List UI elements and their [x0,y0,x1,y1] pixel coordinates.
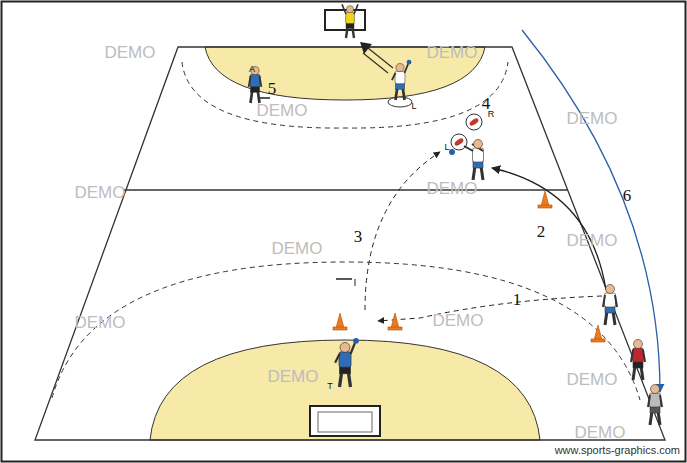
player-figure [342,4,358,38]
side-letter: L [444,143,449,152]
callout-number: 5 [268,80,277,97]
callout-number: 1 [513,291,522,308]
watermark: DEMO [433,312,484,329]
goal-area-bottom [150,340,540,440]
run-line-2 [492,168,606,290]
watermark: DEMO [257,102,308,119]
watermark: DEMO [575,424,626,441]
jump-spot [388,97,412,107]
player-figure [631,340,645,381]
mark [355,279,356,286]
pass-line-3 [365,152,440,310]
watermark: DEMO [75,314,126,331]
watermark: DEMO [567,371,618,388]
run-line-6 [522,30,660,392]
callout-number: 2 [537,223,546,240]
player-figure [335,338,359,387]
side-letter: L [411,102,416,111]
watermark: DEMO [105,44,156,61]
free-throw-line-top [182,62,508,128]
shot-arrow-5 [363,48,393,73]
pass-line-1 [378,296,602,321]
goal-bottom [310,406,380,436]
free-throw-line-bottom [52,262,640,400]
court-outline [35,47,665,440]
player-figure [648,385,662,426]
watermark: DEMO [75,184,126,201]
player-figure [603,285,617,326]
goal-net [318,412,372,432]
mark [336,278,352,280]
watermark: DEMO [567,232,618,249]
watermark: DEMO [567,110,618,127]
player-letter: T [327,382,333,391]
shot-arrowhead [360,42,372,54]
watermark: DEMO [427,180,478,197]
cones [333,191,605,342]
side-letter: R [488,110,495,119]
source-url: www.sports-graphics.com [555,445,680,456]
watermark: DEMO [272,240,323,257]
player-figure [464,140,484,181]
half-line [123,189,568,190]
players [249,4,662,425]
player-figure [392,60,411,100]
watermark: DEMO [427,44,478,61]
player-letter: A [249,65,255,74]
callout-number: 3 [354,228,363,245]
watermark: DEMO [268,368,319,385]
callout-number: 6 [623,187,632,204]
